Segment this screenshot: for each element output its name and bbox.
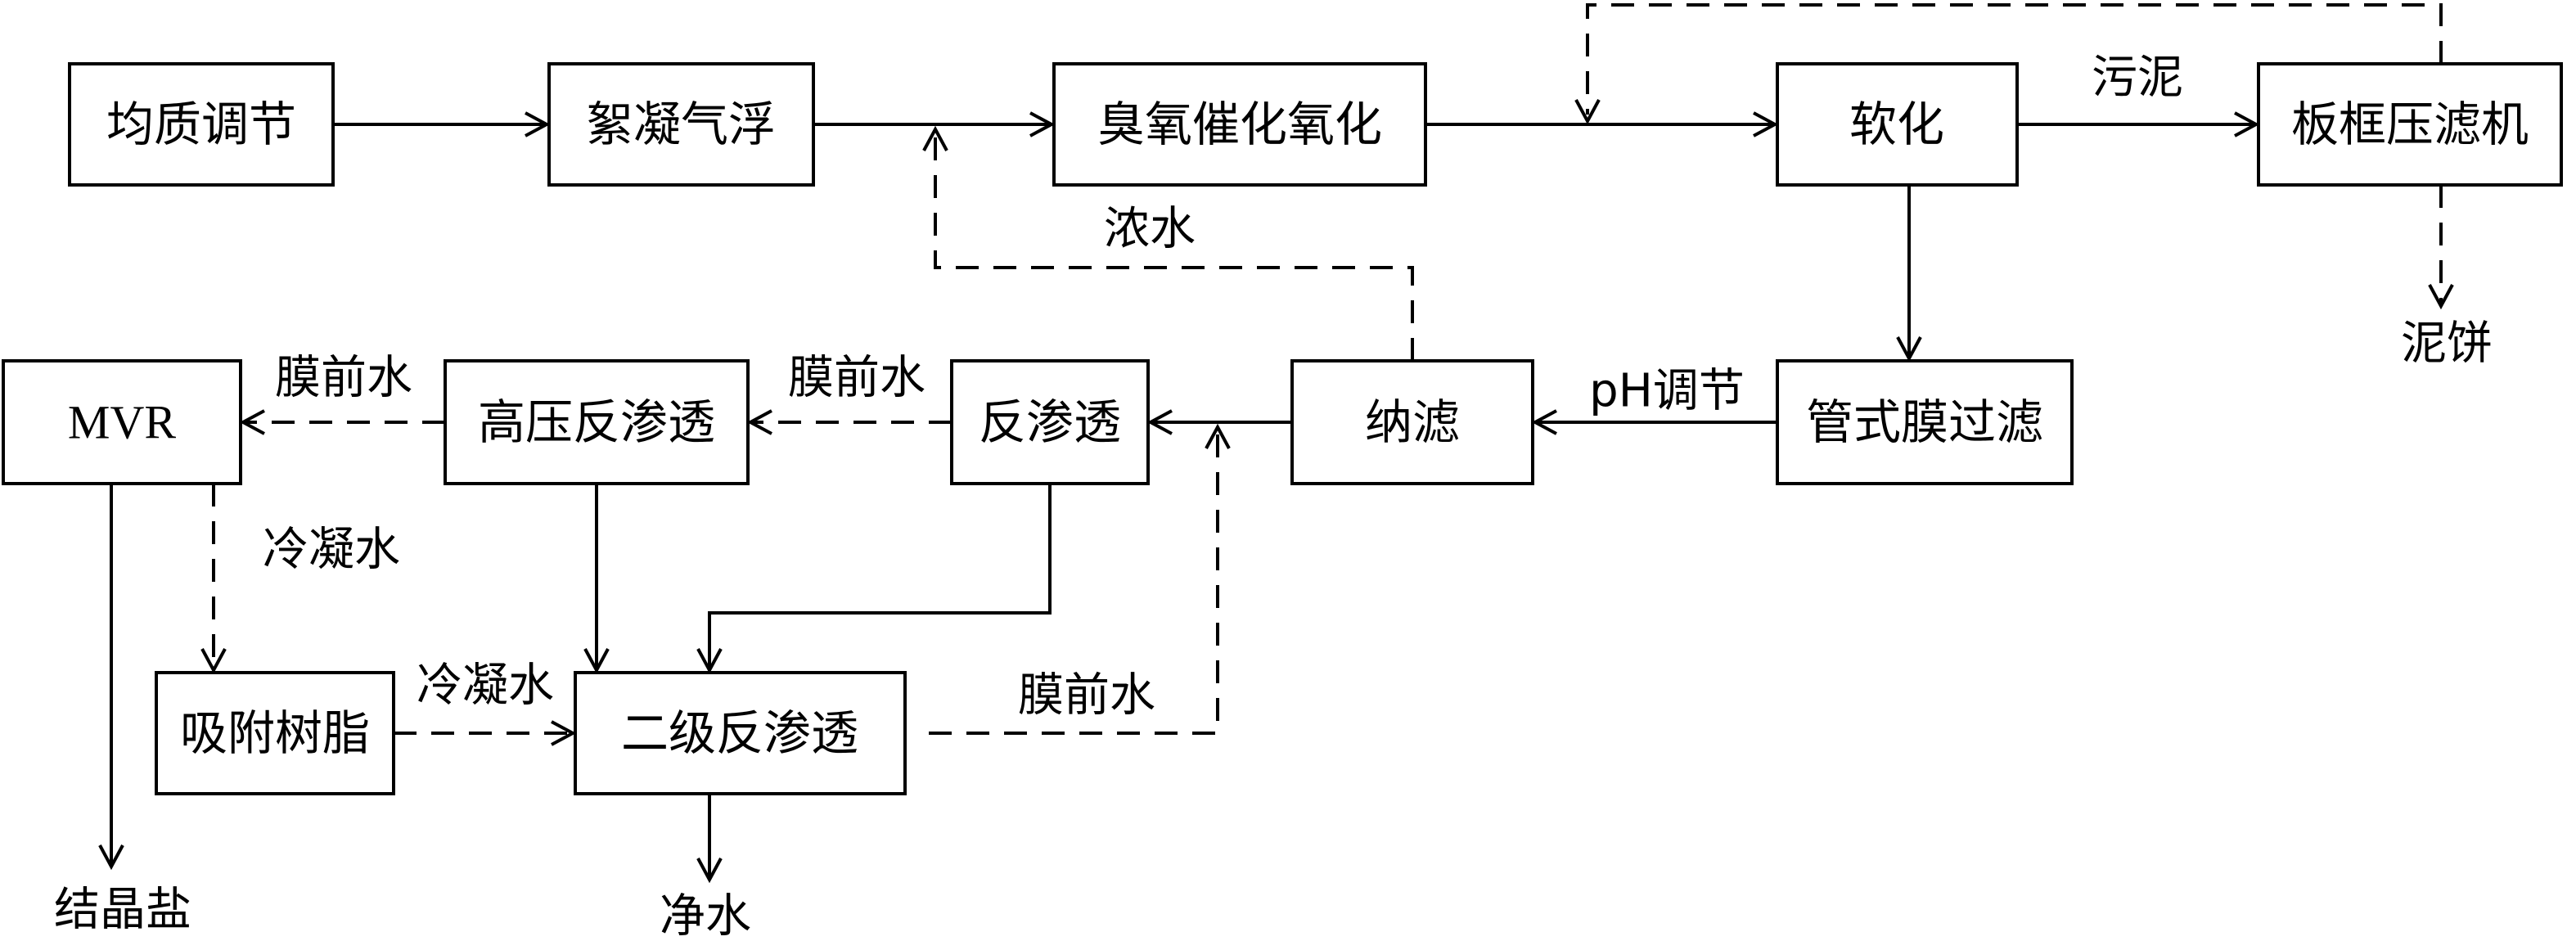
node-label: 纳滤 xyxy=(1365,394,1460,450)
node-filter-press: 板框压滤机 xyxy=(2257,62,2563,187)
node-label: 吸附树脂 xyxy=(180,705,370,761)
node-reverse-osmosis: 反渗透 xyxy=(950,359,1150,485)
node-ozone-oxidation: 臭氧催化氧化 xyxy=(1052,62,1427,187)
node-label: 管式膜过滤 xyxy=(1806,394,2043,450)
label-condensate: 冷凝水 xyxy=(417,660,554,713)
flow-resin-to-secondary-ro xyxy=(394,720,577,746)
node-label: 臭氧催化氧化 xyxy=(1097,97,1382,152)
node-label: 二级反渗透 xyxy=(621,705,858,761)
node-mvr: MVR xyxy=(2,359,242,485)
flow-ozone-to-softening xyxy=(1425,111,1779,137)
flow-mvr-to-crystal-salt xyxy=(98,484,124,871)
node-label: 反渗透 xyxy=(979,394,1121,450)
flow-tube-membrane-to-nanofiltration xyxy=(1531,409,1777,435)
label-sludge: 污泥 xyxy=(2092,52,2183,105)
node-softening: 软化 xyxy=(1776,62,2019,187)
node-homogenize: 均质调节 xyxy=(68,62,335,187)
flow-nanofiltration-concentrate-return xyxy=(922,125,1414,361)
flow-softening-to-filter-press xyxy=(2017,111,2260,137)
label-ph-adjust: pH调节 xyxy=(1589,365,1745,418)
label-clean-water: 净水 xyxy=(660,890,751,943)
node-label: 软化 xyxy=(1849,97,1944,152)
label-condensate: 冷凝水 xyxy=(263,524,400,577)
label-crystal-salt: 结晶盐 xyxy=(54,884,191,937)
node-flotation: 絮凝气浮 xyxy=(547,62,815,187)
node-label: 高压反渗透 xyxy=(478,394,715,450)
flow-flotation-to-ozone xyxy=(813,111,1056,137)
node-secondary-ro: 二级反渗透 xyxy=(574,671,907,795)
flow-softening-to-tube-membrane xyxy=(1896,185,1922,362)
label-pre-membrane-water: 膜前水 xyxy=(788,352,925,405)
label-pre-membrane-water: 膜前水 xyxy=(275,352,412,405)
flow-ro-to-secondary-ro xyxy=(696,484,1052,674)
node-adsorption-resin: 吸附树脂 xyxy=(155,671,395,795)
flow-nanofiltration-to-ro xyxy=(1146,409,1292,435)
flow-homogenize-to-flotation xyxy=(333,111,551,137)
label-pre-membrane-water: 膜前水 xyxy=(1018,669,1155,723)
flow-secondary-ro-to-clean-water xyxy=(696,794,723,884)
flow-filter-press-to-cake xyxy=(2428,185,2454,310)
label-concentrate: 浓水 xyxy=(1104,203,1196,256)
flow-hpro-to-secondary-ro xyxy=(583,484,610,674)
flow-mvr-to-resin xyxy=(200,484,227,674)
flow-filter-press-return-to-softening-line xyxy=(1574,3,2443,125)
flow-ro-to-hpro xyxy=(746,409,952,435)
node-label: 板框压滤机 xyxy=(2291,97,2529,152)
node-high-pressure-ro: 高压反渗透 xyxy=(444,359,750,485)
flow-hpro-to-mvr xyxy=(239,409,445,435)
node-tube-membrane: 管式膜过滤 xyxy=(1776,359,2074,485)
label-cake: 泥饼 xyxy=(2401,317,2493,371)
flow-secondary-ro-return-to-ro xyxy=(929,423,1231,735)
node-nanofiltration: 纳滤 xyxy=(1290,359,1534,485)
node-label: 均质调节 xyxy=(106,97,296,152)
node-label: 絮凝气浮 xyxy=(586,97,776,152)
node-label: MVR xyxy=(68,396,176,449)
